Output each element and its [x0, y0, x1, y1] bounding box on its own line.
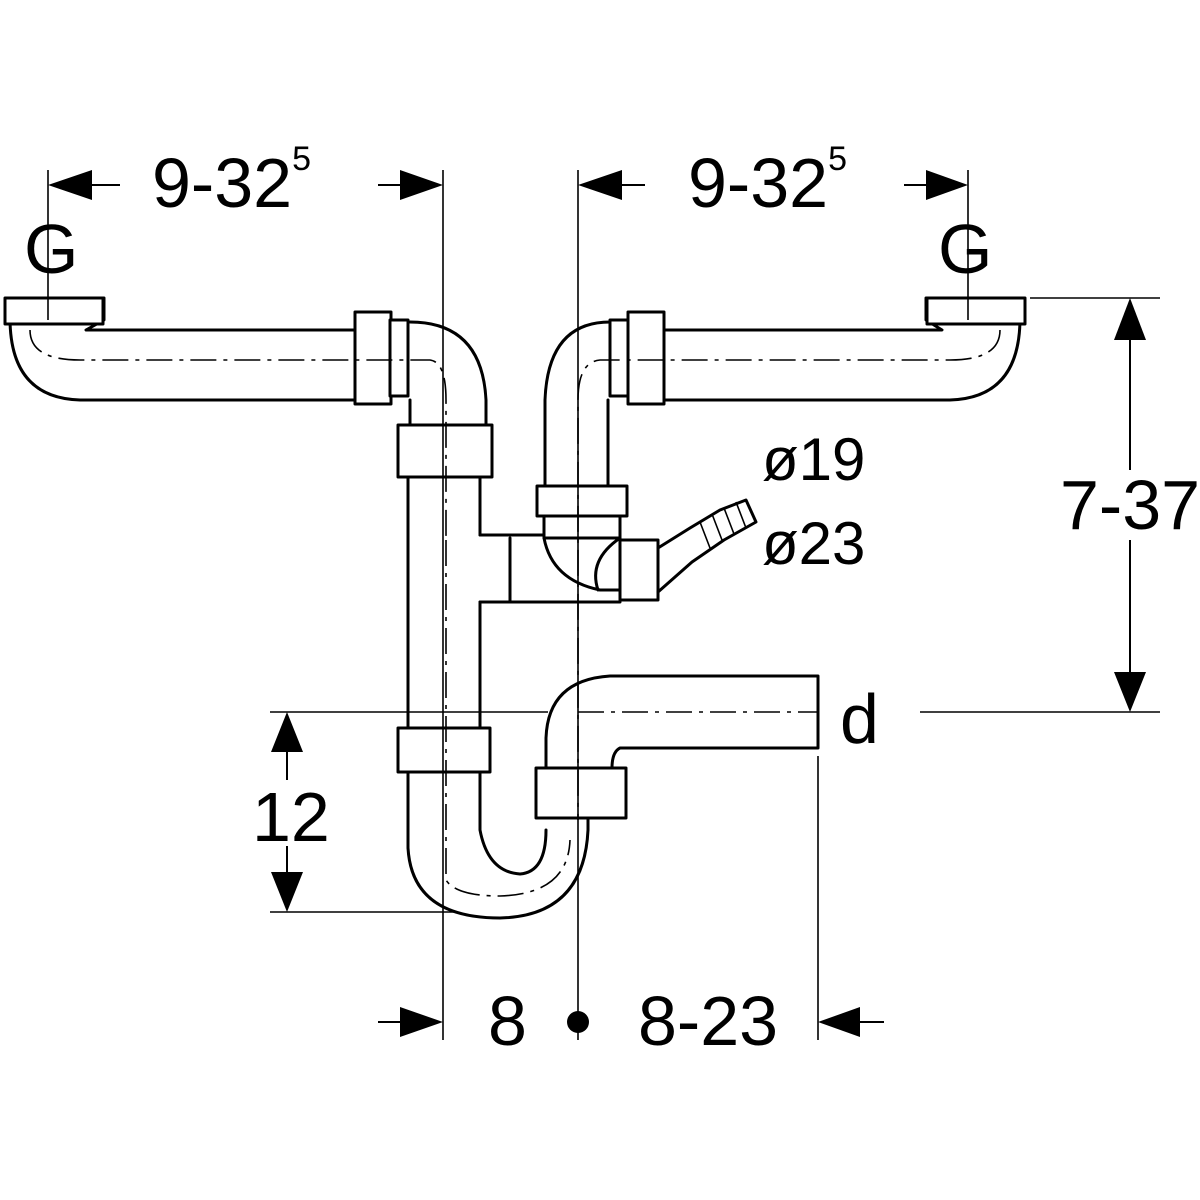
- label-outlet-d: d: [840, 680, 879, 758]
- dim-top-left-arrow-b: [400, 170, 443, 200]
- center-lines: [29, 329, 1001, 897]
- dim-top-left-arrow-a: [48, 170, 92, 200]
- left-nut: [353, 310, 393, 406]
- trap-riser: [544, 674, 820, 770]
- centerline-left-arm: [29, 329, 447, 540]
- trap-bend: [406, 770, 590, 920]
- dim-height-arrow-bottom: [1114, 672, 1146, 712]
- label-bottom-left: 8: [488, 982, 527, 1060]
- trap-nut: [534, 766, 628, 820]
- label-height-range: 7-37: [1060, 466, 1200, 544]
- right-nut-ring: [608, 318, 630, 398]
- label-g-right: G: [938, 210, 993, 288]
- left-elbow: [408, 320, 488, 432]
- dim-trap-arrow-bottom: [271, 872, 303, 912]
- right-elbow: [543, 320, 612, 490]
- hose-nozzle: [656, 498, 758, 594]
- dim-top-right-arrow-b: [926, 170, 968, 200]
- dim-bottom-arrow-right: [818, 1007, 860, 1037]
- dim-bottom-origin-dot: [567, 1011, 589, 1033]
- upper-left-coupling: [396, 423, 494, 479]
- centerline-trap: [445, 540, 571, 897]
- dim-trap-arrow-top: [271, 712, 303, 752]
- label-g-left: G: [24, 210, 79, 288]
- right-upper-nut: [535, 484, 629, 518]
- right-sink-connector: [925, 296, 1027, 326]
- lower-left-coupling: [396, 726, 492, 774]
- label-top-left-width: 9-325: [152, 140, 312, 222]
- dim-height-arrow-top: [1114, 298, 1146, 340]
- label-bottom-right: 8-23: [638, 982, 779, 1060]
- centerline-right-arm: [577, 329, 1001, 820]
- dim-bottom-arrow-left: [400, 1007, 443, 1037]
- label-hose-inner-dia: ø19: [762, 426, 866, 493]
- right-nut: [626, 310, 666, 406]
- tee-body: [508, 536, 622, 604]
- hose-connector-nut: [618, 538, 660, 602]
- dim-top-right-arrow-a: [578, 170, 622, 200]
- label-hose-outer-dia: ø23: [762, 510, 866, 577]
- label-trap-height: 12: [252, 778, 330, 856]
- left-nut-ring: [388, 318, 410, 398]
- dimension-lines: [47, 170, 1160, 1040]
- right-upper-ring: [542, 514, 622, 540]
- label-top-right-width: 9-325: [688, 140, 848, 222]
- pipe-assembly: [3, 296, 1027, 920]
- hose-ribs: [699, 501, 747, 549]
- left-vertical-pipe: [406, 475, 482, 730]
- left-sink-connector: [3, 296, 105, 326]
